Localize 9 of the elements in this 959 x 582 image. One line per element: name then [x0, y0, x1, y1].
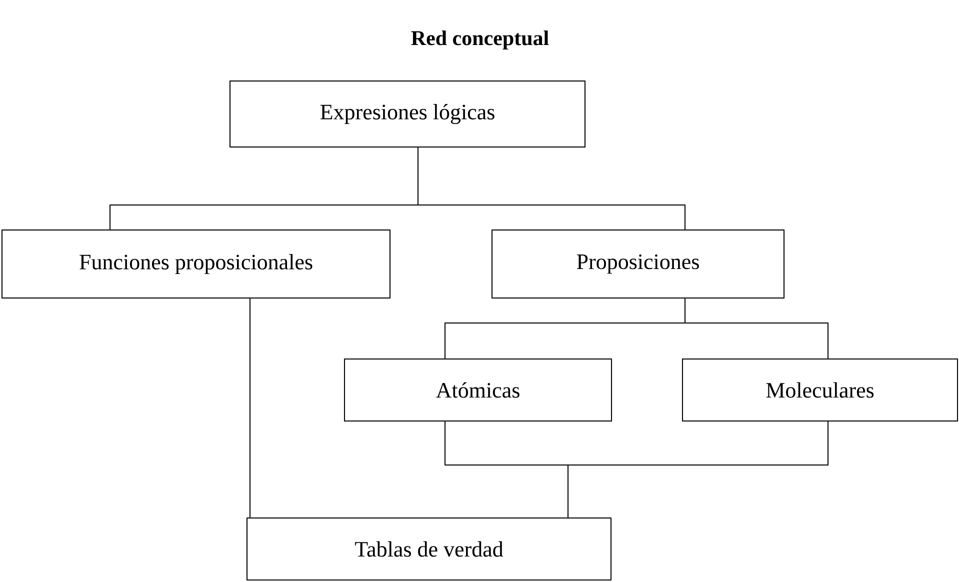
connector-line	[418, 147, 686, 230]
concept-box: Proposiciones	[492, 230, 784, 298]
title: Red conceptual	[411, 30, 549, 50]
concept-box: Moleculares	[682, 358, 958, 422]
connector-line	[684, 298, 828, 359]
concept-box: Atómicas	[344, 358, 612, 422]
concept-box: Funciones proposicionales	[2, 230, 390, 298]
concept-box: Expresiones lógicas	[230, 80, 586, 148]
concept-box: Tablas de verdad	[246, 518, 612, 580]
